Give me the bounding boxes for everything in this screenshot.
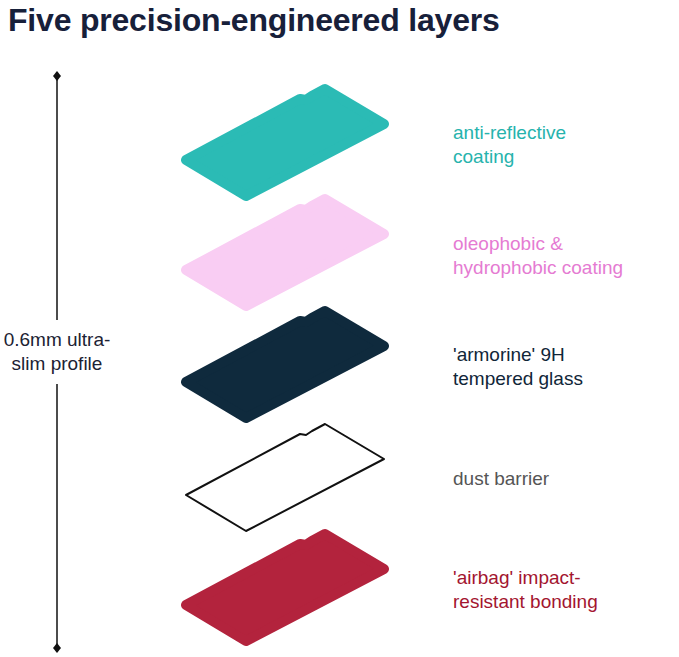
layer-label: oleophobic & hydrophobic coating — [453, 232, 658, 280]
layer-sheet — [186, 199, 384, 306]
layer-sheet — [186, 311, 384, 418]
dimension-label: 0.6mm ultra-slim profile — [1, 320, 113, 384]
layer-label: dust barrier — [453, 467, 643, 491]
dimension-end — [53, 643, 61, 653]
layer-label: 'airbag' impact-resistant bonding — [453, 566, 648, 614]
layer-sheet — [186, 534, 384, 641]
diagram-title: Five precision-engineered layers — [8, 0, 500, 40]
layer-label: anti-reflective coating — [453, 121, 628, 169]
dimension-end — [53, 71, 61, 81]
layer-sheet — [186, 89, 384, 196]
layer-sheet — [186, 424, 384, 531]
layer-label: 'armorine' 9H tempered glass — [453, 343, 633, 391]
